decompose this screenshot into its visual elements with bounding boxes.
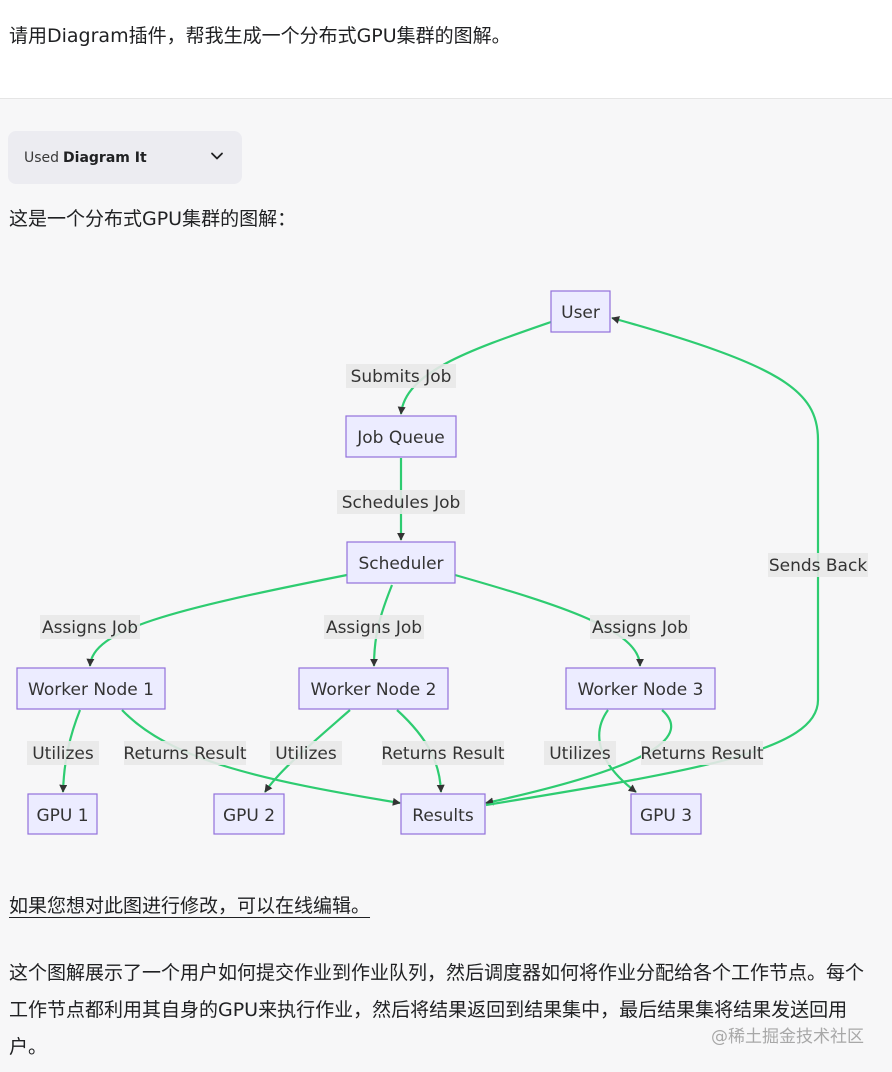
- svg-text:Scheduler: Scheduler: [358, 554, 443, 574]
- svg-text:GPU 3: GPU 3: [640, 806, 692, 826]
- svg-text:User: User: [561, 303, 600, 323]
- edge-label-schedules-job: Schedules Job: [337, 490, 465, 514]
- node-worker-3: Worker Node 3: [565, 667, 716, 710]
- node-gpu-3: GPU 3: [630, 793, 702, 835]
- watermark: @稀土掘金技术社区: [711, 1027, 864, 1047]
- edge-user-to-job-queue: [397, 320, 552, 415]
- diagram-intro-text: 这是一个分布式GPU集群的图解：: [9, 208, 297, 230]
- svg-text:Worker Node 3: Worker Node 3: [578, 680, 704, 700]
- edge-label-sends-back: Sends Back: [768, 553, 868, 577]
- svg-text:Worker Node 1: Worker Node 1: [28, 680, 154, 700]
- svg-text:Submits Job: Submits Job: [351, 367, 452, 387]
- user-message-section: 请用Diagram插件，帮我生成一个分布式GPU集群的图解。: [0, 0, 892, 99]
- svg-text:Returns Result: Returns Result: [640, 744, 764, 764]
- plugin-name: Diagram It: [63, 149, 147, 166]
- edge-scheduler-to-worker3: [454, 573, 644, 667]
- svg-text:Assigns Job: Assigns Job: [42, 618, 138, 638]
- svg-text:Schedules Job: Schedules Job: [342, 493, 461, 513]
- assistant-message-section: [0, 99, 892, 1072]
- edge-scheduler-to-worker1: [86, 573, 348, 667]
- node-worker-1: Worker Node 1: [16, 667, 166, 710]
- svg-text:Assigns Job: Assigns Job: [592, 618, 688, 638]
- edge-label-submits-job: Submits Job: [346, 364, 456, 388]
- svg-text:Utilizes: Utilizes: [275, 744, 337, 764]
- edge-label-returns-result-2: Returns Result: [381, 741, 505, 765]
- svg-text:Utilizes: Utilizes: [32, 744, 94, 764]
- chevron-down-icon: [211, 152, 223, 160]
- edge-label-returns-result-1: Returns Result: [123, 741, 247, 765]
- edge-label-assigns-job-3: Assigns Job: [590, 615, 690, 639]
- svg-text:Sends Back: Sends Back: [769, 556, 868, 576]
- plugin-used-toggle[interactable]: Used Diagram It: [8, 131, 242, 184]
- edge-label-assigns-job-1: Assigns Job: [40, 615, 140, 639]
- node-results: Results: [400, 793, 486, 835]
- online-edit-link[interactable]: 如果您想对此图进行修改，可以在线编辑。: [9, 895, 371, 917]
- edge-label-utilizes-2: Utilizes: [270, 741, 342, 765]
- svg-text:Job Queue: Job Queue: [356, 428, 444, 448]
- node-scheduler: Scheduler: [346, 541, 456, 584]
- svg-text:Utilizes: Utilizes: [549, 744, 611, 764]
- svg-text:Assigns Job: Assigns Job: [326, 618, 422, 638]
- node-gpu-1: GPU 1: [27, 793, 98, 835]
- edge-label-utilizes-3: Utilizes: [544, 741, 616, 765]
- edge-results-to-user: [485, 316, 820, 807]
- node-worker-2: Worker Node 2: [298, 667, 449, 710]
- svg-text:Results: Results: [412, 806, 474, 826]
- svg-text:GPU 2: GPU 2: [223, 806, 275, 826]
- user-message: 请用Diagram插件，帮我生成一个分布式GPU集群的图解。: [9, 25, 511, 47]
- svg-text:GPU 1: GPU 1: [36, 806, 88, 826]
- svg-text:Worker Node 2: Worker Node 2: [311, 680, 437, 700]
- edge-label-assigns-job-2: Assigns Job: [324, 615, 424, 639]
- edge-worker1-to-results: [121, 709, 401, 806]
- node-user: User: [550, 290, 611, 333]
- edge-label-utilizes-1: Utilizes: [27, 741, 99, 765]
- svg-text:Returns Result: Returns Result: [381, 744, 505, 764]
- svg-text:Returns Result: Returns Result: [123, 744, 247, 764]
- node-gpu-2: GPU 2: [213, 793, 285, 835]
- node-job-queue: Job Queue: [345, 415, 457, 458]
- plugin-used-prefix: Used: [24, 149, 60, 166]
- diagram-description: 这个图解展示了一个用户如何提交作业到作业队列，然后调度器如何将作业分配给各个工作…: [9, 962, 865, 1058]
- edge-label-returns-result-3: Returns Result: [640, 741, 764, 765]
